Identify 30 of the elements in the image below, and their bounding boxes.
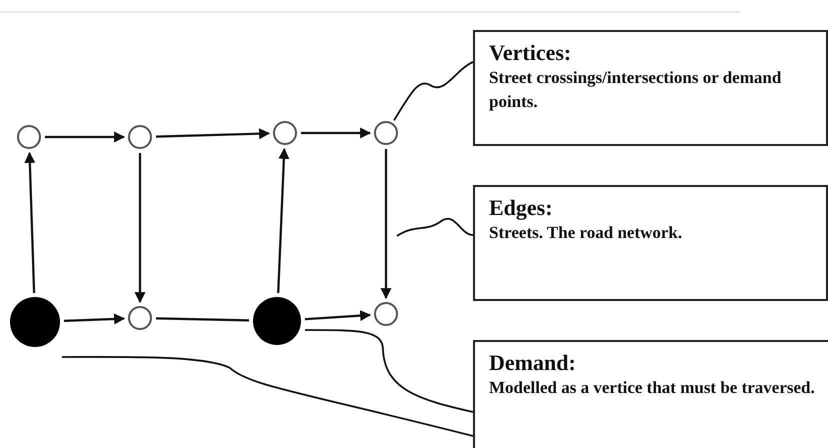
leader-line [396,218,474,237]
callout-heading: Demand: [489,350,577,376]
vertex-circle [374,121,398,145]
callout-text: Streets. The road network. [489,222,684,244]
demand-dot [253,297,301,345]
arrow [304,310,372,322]
callout-heading: Vertices: [489,40,572,66]
arrow [64,313,126,324]
arrow [156,128,270,140]
vertex-circle [128,306,152,330]
callout-box [473,340,828,448]
leader-line [62,356,474,437]
callout-box [473,185,828,301]
leader-line [305,329,474,413]
callout-heading: Edges: [489,195,554,221]
vertex-circle [128,125,152,149]
callout-text: Street crossings/intersections or demand points. [489,67,782,113]
leader-line [393,61,474,121]
callout-box [473,30,828,146]
arrow [24,152,36,294]
demand-dot [10,297,60,347]
vertex-circle [17,125,41,149]
arrow [134,153,146,304]
arrow [45,132,126,142]
arrow [380,149,392,300]
arrow [277,148,290,294]
arrow [301,128,372,138]
callout-text: Modelled as a vertice that must be traversed. [489,377,816,399]
vertex-circle [374,302,398,326]
vertex-circle [273,121,297,145]
